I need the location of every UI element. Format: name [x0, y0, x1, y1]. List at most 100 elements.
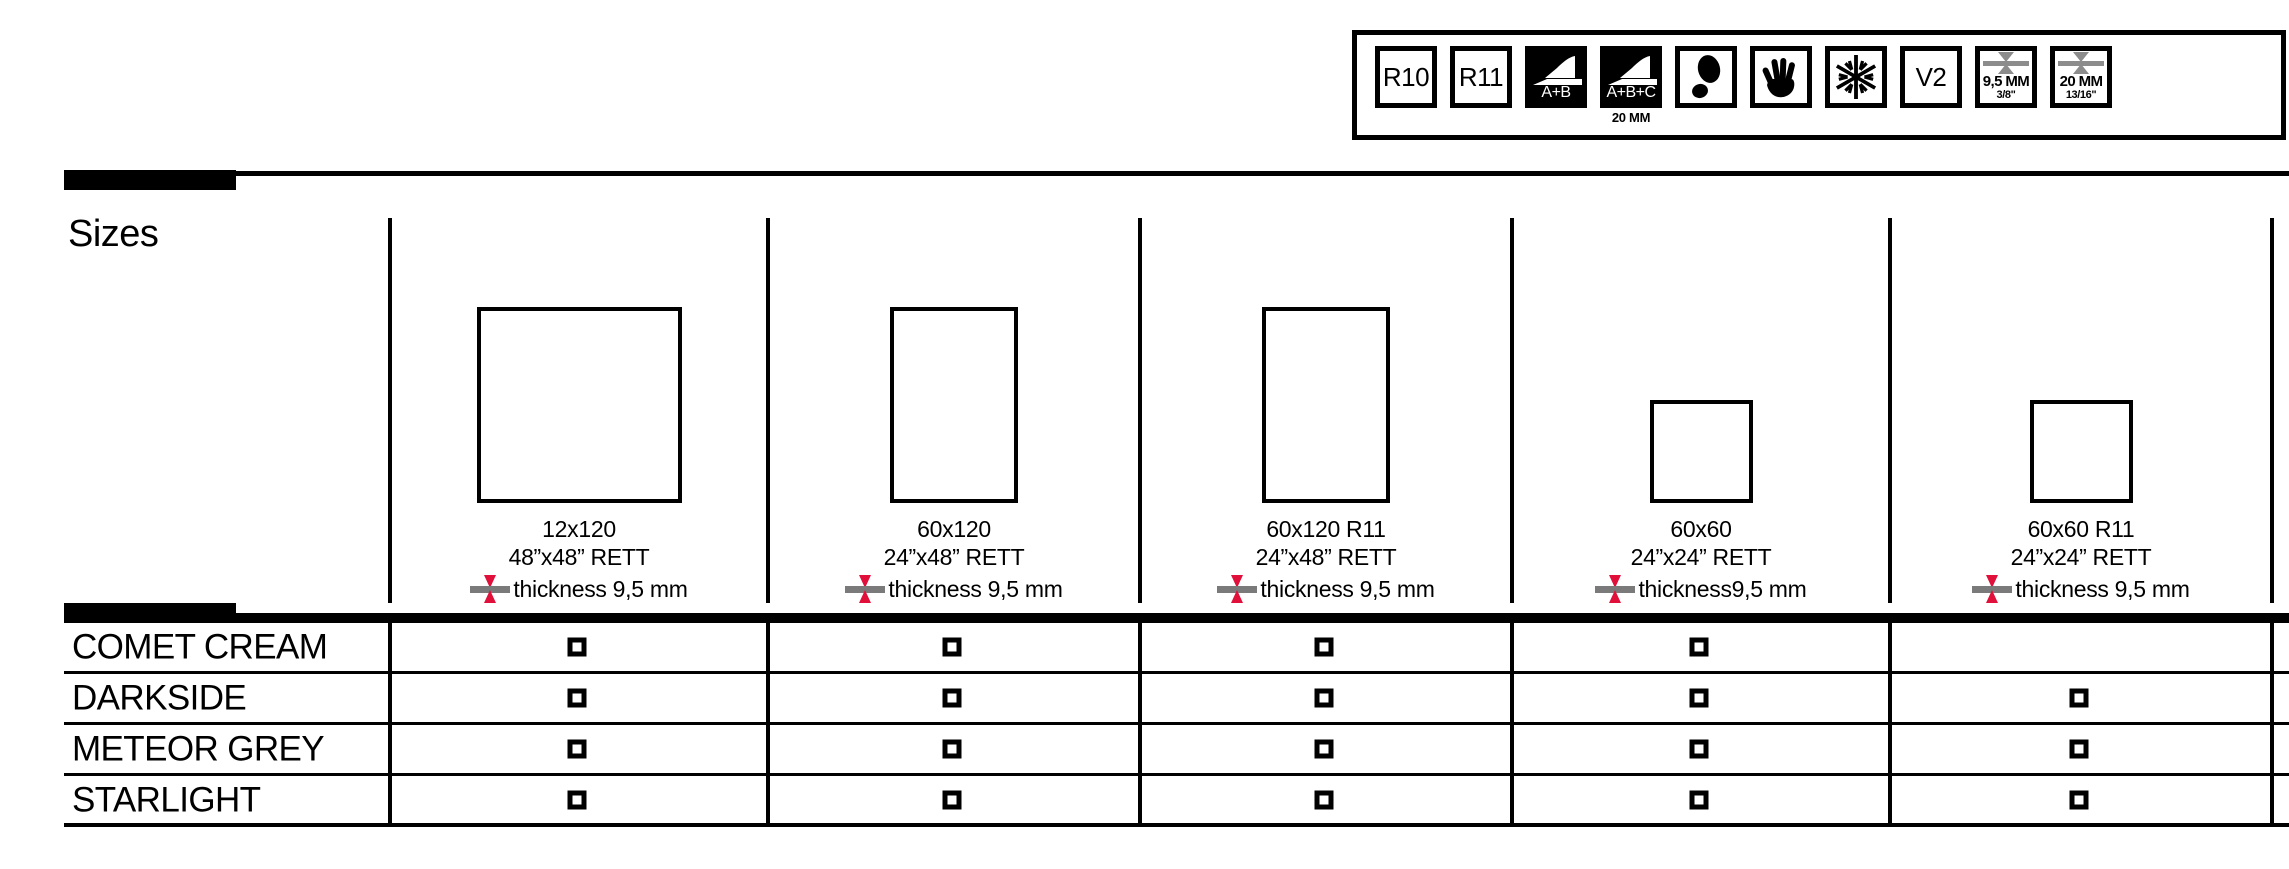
availability-checkbox[interactable] [1689, 637, 1709, 657]
size-12x120-imperial-label: 48”x48” RETT [508, 543, 650, 570]
barefoot-ramp-abc-cell: A+B+C 20 MM [1600, 46, 1662, 124]
availability-checkbox[interactable] [567, 790, 587, 809]
size-60x60-thickness-label: thickness9,5 mm [1638, 575, 1807, 602]
size-12x120-tile-shape [476, 306, 682, 503]
column-divider-2 [1138, 218, 1142, 603]
size-60x60-r11-thickness-row: thickness 9,5 mm [1972, 575, 2190, 603]
availability-checkbox[interactable] [567, 739, 587, 759]
hand-glyph [1762, 58, 1795, 98]
availability-checkbox[interactable] [1314, 739, 1334, 759]
availability-checkbox[interactable] [942, 637, 962, 657]
product-name-label: STARLIGHT [72, 780, 261, 819]
page-title: Sizes [68, 213, 159, 255]
table-header-rule [236, 613, 2289, 623]
grid-vline-3 [1510, 623, 1514, 671]
size-60x120-r11-thickness-label: thickness 9,5 mm [1260, 575, 1435, 602]
table-row: DARKSIDE [64, 674, 2289, 725]
barefoot-ramp-abc: A+B+C [1600, 46, 1662, 108]
column-divider-1 [766, 218, 770, 603]
barefoot-ramp-ab-label: A+B [1541, 84, 1571, 101]
slip-rating-r11: R11 [1450, 46, 1512, 108]
abrasion-class-v2: V2 [1900, 46, 1962, 108]
thickness-arrows-icon [470, 575, 511, 603]
abrasion-class-v2-label: V2 [1915, 62, 1947, 92]
product-name-label: COMET CREAM [72, 627, 328, 667]
barefoot-ramp-abc-label: A+B+C [1606, 84, 1656, 101]
availability-checkbox[interactable] [1314, 790, 1334, 809]
grid-vline-1 [766, 725, 770, 773]
availability-checkbox[interactable] [942, 688, 962, 708]
size-60x60-r11-metric-label: 60x60 R11 [2027, 515, 2135, 542]
availability-checkbox[interactable] [1689, 688, 1709, 708]
size-12x120-thickness-label: thickness 9,5 mm [513, 575, 688, 602]
grid-vline-4 [1888, 725, 1892, 773]
thickness-mm-label: 20 MM [2059, 73, 2103, 91]
size-60x120-tile-shape [890, 306, 1018, 503]
availability-checkbox[interactable] [567, 637, 587, 657]
grid-vline-1 [766, 674, 770, 722]
barefoot-ramp-ab: A+B [1525, 46, 1587, 108]
grid-vline-5 [2270, 776, 2274, 823]
size-60x120-thickness-label: thickness 9,5 mm [888, 575, 1063, 602]
thickness-inch-label: 13/16" [2065, 89, 2097, 102]
thickness-arrows-glyph [1983, 52, 2029, 75]
column-divider-5 [2270, 218, 2274, 603]
column-divider-4 [1888, 218, 1892, 603]
availability-checkbox[interactable] [942, 739, 962, 759]
thickness-arrows-icon [1595, 575, 1636, 603]
grid-vline-4 [1888, 674, 1892, 722]
abrasion-class-v2-cell: V2 [1900, 46, 1962, 108]
size-60x120-r11-thickness-row: thickness 9,5 mm [1217, 575, 1435, 603]
table-row: STARLIGHT [64, 776, 2289, 827]
thickness-arrows-icon [845, 575, 886, 603]
size-12x120-metric-label: 12x120 [542, 515, 616, 542]
size-60x120-imperial-label: 24”x48” RETT [883, 543, 1025, 570]
thickness-arrows-icon [1217, 575, 1258, 603]
grid-vline-2 [1138, 674, 1142, 722]
grid-vline-3 [1510, 725, 1514, 773]
product-name-label: DARKSIDE [72, 678, 247, 718]
product-name-label: METEOR GREY [72, 729, 325, 769]
grid-vline-0 [388, 623, 392, 671]
grid-vline-2 [1138, 776, 1142, 823]
thickness-inch-label: 3/8" [1996, 89, 2016, 102]
footprint-icon-cell [1675, 46, 1737, 108]
availability-checkbox[interactable] [1314, 637, 1334, 657]
availability-checkbox[interactable] [942, 790, 962, 809]
slip-rating-r11-label: R11 [1458, 62, 1504, 92]
thickness-mm-label: 9,5 MM [1982, 73, 2030, 91]
grid-vline-4 [1888, 776, 1892, 823]
grid-vline-5 [2270, 725, 2274, 773]
availability-checkbox[interactable] [567, 688, 587, 708]
availability-checkbox[interactable] [2069, 688, 2089, 708]
grid-vline-3 [1510, 674, 1514, 722]
availability-checkbox[interactable] [1689, 790, 1709, 809]
availability-checkbox[interactable] [1689, 739, 1709, 759]
footprint-icon [1675, 46, 1737, 108]
availability-checkbox[interactable] [1314, 688, 1334, 708]
hand-icon-cell [1750, 46, 1812, 108]
hand-icon [1750, 46, 1812, 108]
ramp-shoe-glyph [1608, 56, 1657, 85]
barefoot-ramp-ab-cell: A+B [1525, 46, 1587, 108]
barefoot-ramp-ab-inner: A+B [1530, 51, 1582, 103]
size-60x60-tile-shape [1649, 399, 1753, 503]
availability-checkbox[interactable] [2069, 790, 2089, 809]
availability-grid: COMET CREAM DARKSIDE METEOR GREY STARLIGHT [64, 623, 2289, 827]
grid-vline-1 [766, 776, 770, 823]
availability-checkbox[interactable] [2069, 739, 2089, 759]
size-60x60-r11-imperial-label: 24”x24” RETT [2010, 543, 2152, 570]
header-rule [236, 171, 2289, 176]
barefoot-ramp-abc-caption: 20 MM [1611, 110, 1651, 125]
